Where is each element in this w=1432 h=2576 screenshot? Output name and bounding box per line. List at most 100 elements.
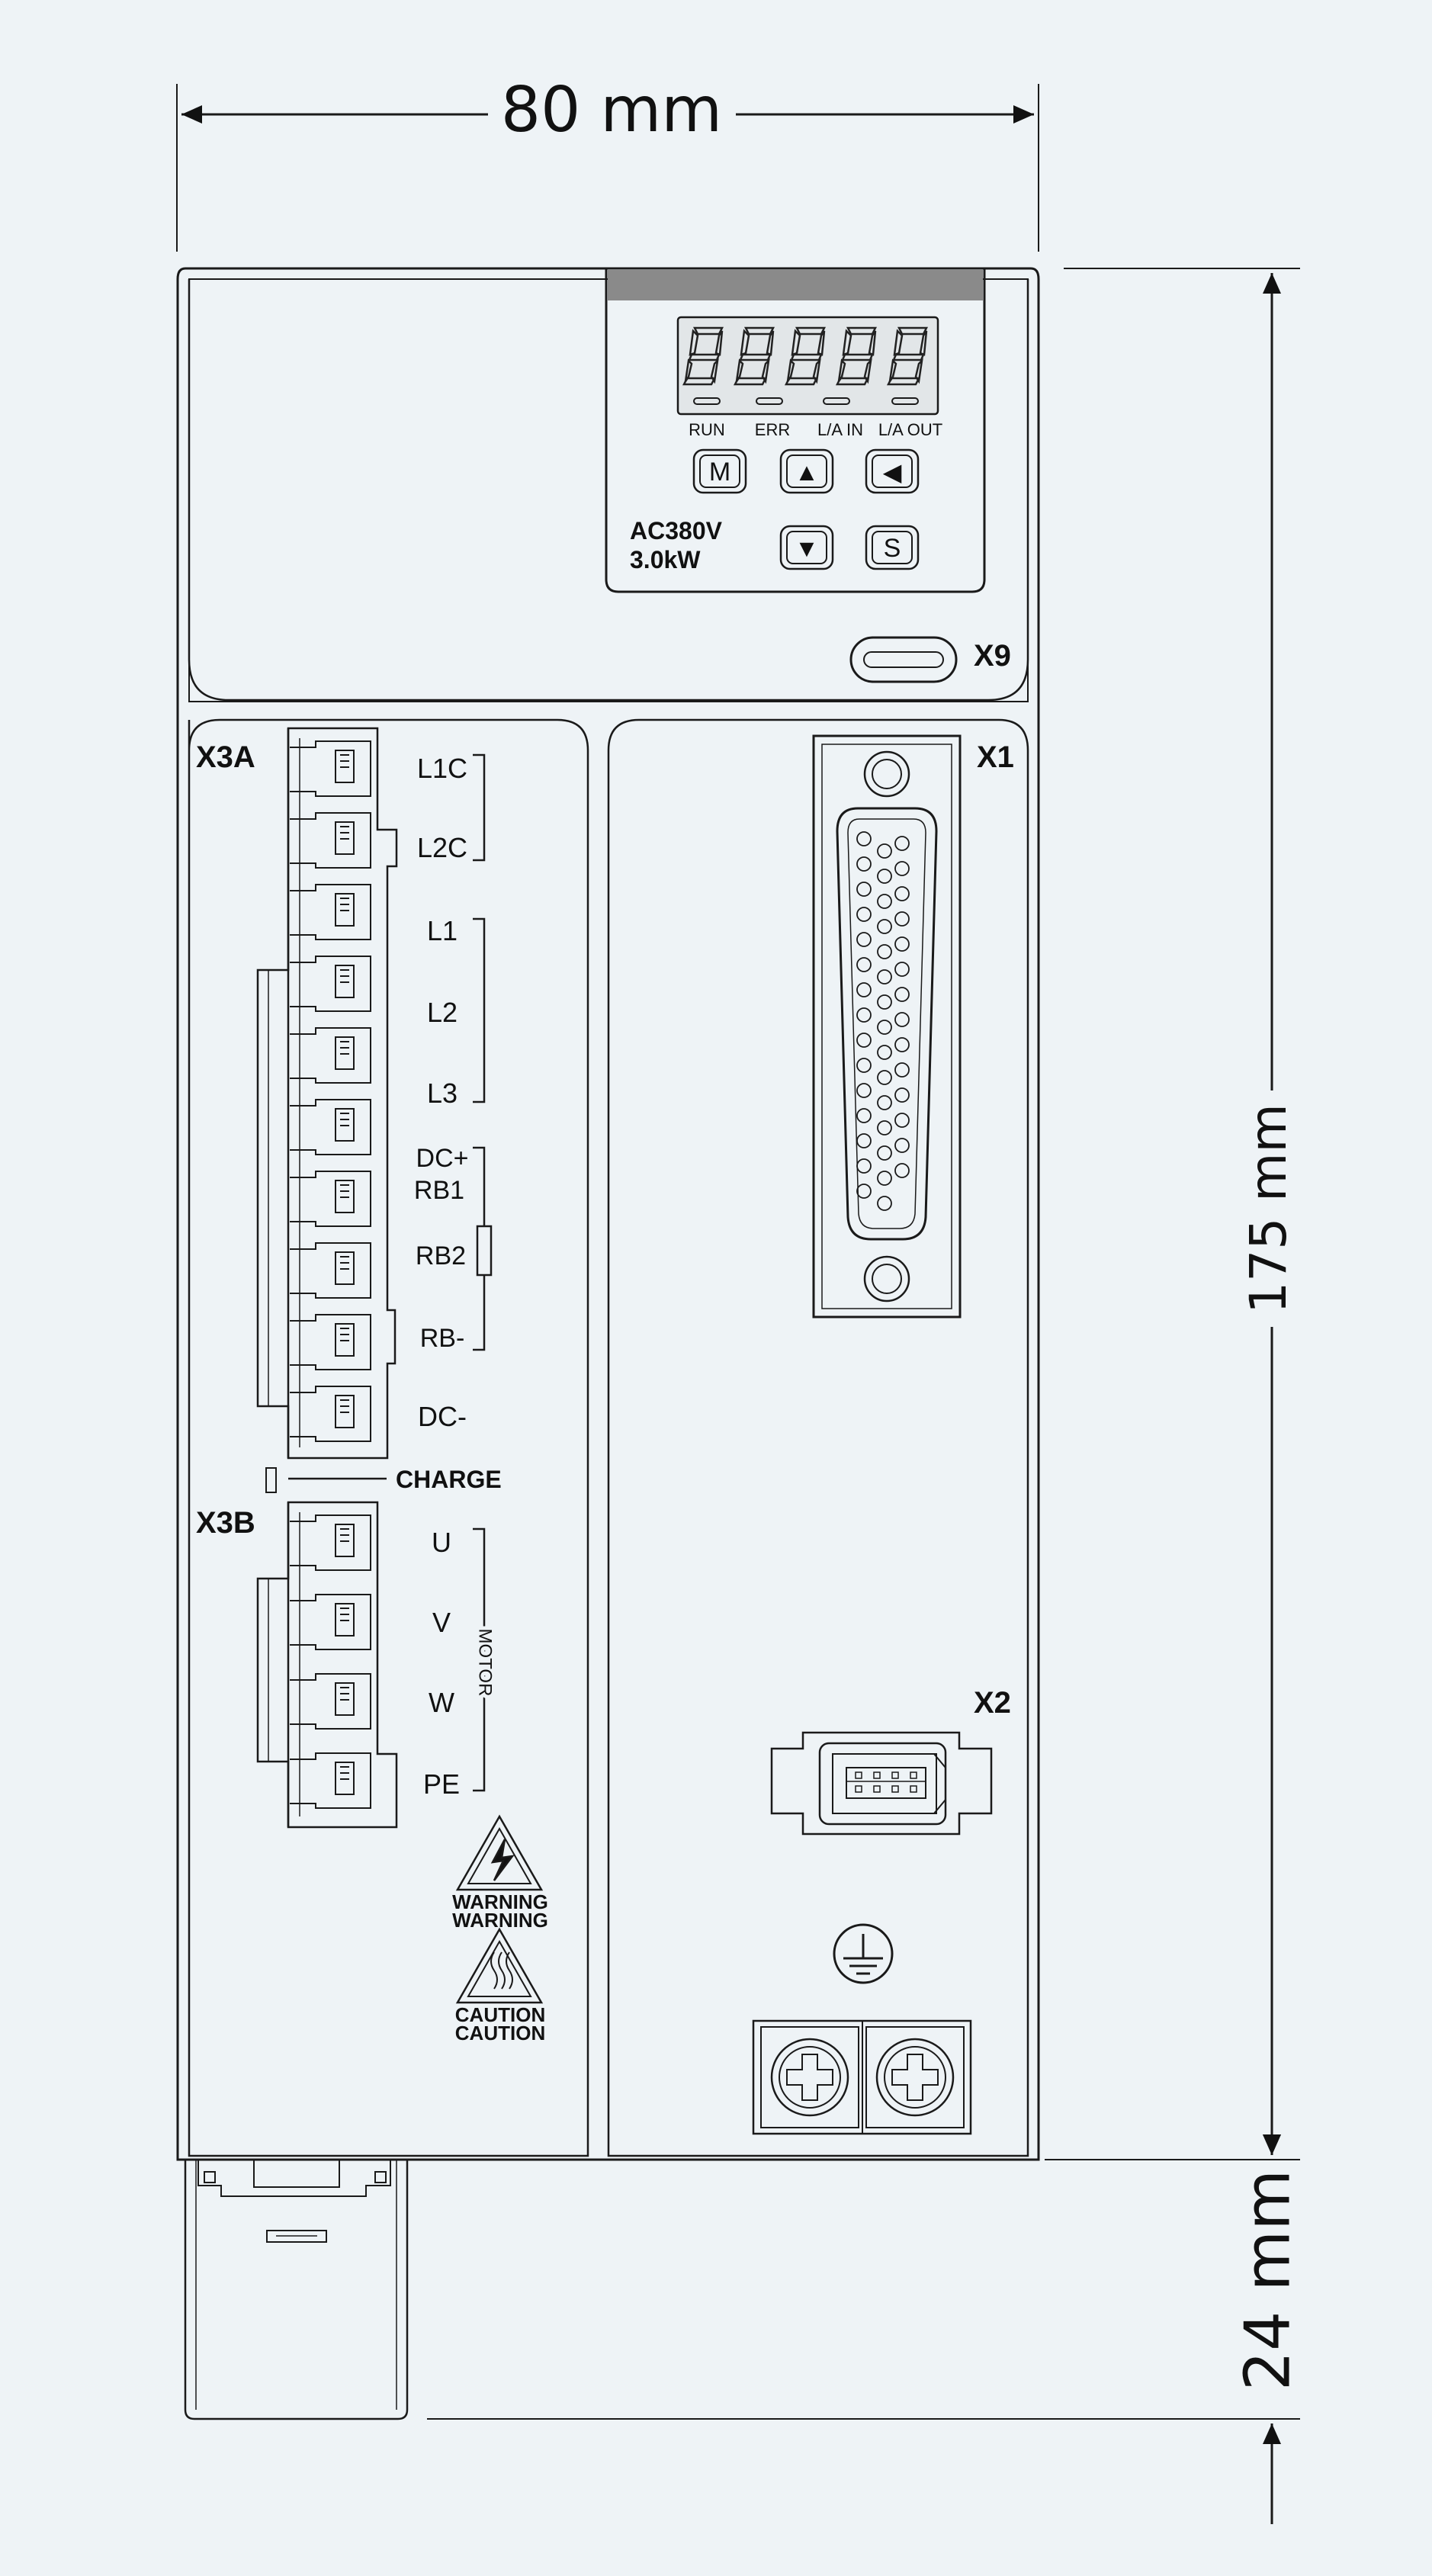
x3b-terminal-block	[256, 1501, 398, 1829]
connector-pin	[894, 1113, 910, 1128]
motor-label: MOTOR	[475, 1629, 496, 1697]
terminal-cell	[290, 1594, 371, 1650]
connector-pin	[894, 911, 910, 927]
connector-pin	[877, 1171, 892, 1186]
terminal-cell	[290, 1314, 371, 1370]
x3a-terminal-cells	[290, 740, 371, 1442]
connector-pin	[856, 882, 872, 897]
connector-pin	[894, 987, 910, 1002]
left-button[interactable]	[865, 448, 920, 494]
s-button-label: S	[884, 534, 901, 563]
left-arrow-icon: ◀	[883, 458, 902, 486]
connector-pin	[894, 1037, 910, 1052]
connector-pin	[877, 1045, 892, 1060]
led-label-la-in: L/A IN	[817, 420, 863, 439]
x9-label: X9	[974, 639, 1011, 673]
connector-pin	[877, 969, 892, 984]
terminal-brackets	[473, 753, 493, 1792]
led-run	[693, 397, 721, 405]
terminal-cell	[290, 1027, 371, 1084]
terminal-cell	[290, 1673, 371, 1730]
connector-pin	[856, 1158, 872, 1174]
caution-label-2: CAUTION	[455, 2022, 545, 2044]
connector-pin	[877, 919, 892, 934]
x1-connector	[812, 734, 962, 1319]
segment-digit	[886, 326, 929, 386]
connector-pin	[877, 1095, 892, 1110]
terminal-cell	[290, 1171, 371, 1227]
segment-digit	[682, 326, 724, 386]
charge-label: CHARGE	[396, 1466, 502, 1493]
connector-pin	[894, 1087, 910, 1103]
connector-pin	[856, 1058, 872, 1073]
led-err	[756, 397, 783, 405]
connector-pin	[877, 1020, 892, 1035]
terminal-cell	[290, 956, 371, 1012]
screw-icon	[875, 2038, 955, 2117]
connector-pin	[856, 932, 872, 947]
terminal-u: U	[432, 1527, 451, 1558]
connector-pin	[877, 1145, 892, 1161]
height-dimension	[1045, 268, 1300, 2160]
terminal-l2: L2	[427, 997, 458, 1028]
terminal-l2c: L2C	[417, 832, 467, 863]
width-dimension	[176, 84, 1039, 252]
x3a-terminal-block	[256, 727, 398, 1460]
s-button[interactable]	[865, 525, 920, 570]
led-label-run: RUN	[689, 420, 725, 439]
connector-pin	[894, 861, 910, 876]
high-voltage-icon	[455, 1814, 544, 1891]
connector-pin	[877, 1120, 892, 1135]
connector-pin	[894, 1012, 910, 1027]
connector-pin	[877, 894, 892, 909]
connector-pin	[856, 1007, 872, 1023]
rating-voltage: AC380V	[630, 517, 723, 544]
width-label: 80 mm	[501, 74, 722, 146]
connector-pin	[856, 831, 872, 846]
depth-dimension	[427, 2105, 1300, 2524]
connector-pin	[894, 836, 910, 851]
terminal-dc-minus: DC-	[418, 1401, 467, 1432]
charge-indicator	[265, 1467, 387, 1493]
x9-usb-port	[849, 636, 958, 683]
connector-pin	[894, 886, 910, 901]
led-label-err: ERR	[755, 420, 790, 439]
operator-panel	[605, 268, 986, 593]
terminal-pe: PE	[423, 1768, 460, 1800]
terminal-rb2: RB2	[416, 1241, 466, 1270]
connector-pin	[856, 1108, 872, 1123]
drive-body	[176, 267, 1040, 2161]
terminal-w: W	[429, 1687, 454, 1718]
ground-icon	[833, 1923, 894, 1984]
connector-pin	[894, 1062, 910, 1078]
down-arrow-icon: ▼	[795, 535, 819, 562]
screw-icon	[770, 2038, 849, 2117]
led-label-la-out: L/A OUT	[878, 420, 942, 439]
connector-pin	[894, 962, 910, 977]
down-button[interactable]	[779, 525, 834, 570]
terminal-l1: L1	[427, 915, 458, 946]
terminal-l3: L3	[427, 1078, 458, 1109]
led-indicators	[693, 397, 919, 405]
terminal-cell	[290, 1242, 371, 1299]
terminal-cell	[290, 1386, 371, 1442]
terminal-rb-minus: RB-	[420, 1324, 465, 1353]
ground-terminal	[752, 2019, 972, 2135]
m-button[interactable]	[692, 448, 747, 494]
terminal-cell	[290, 1514, 371, 1571]
terminal-cell	[290, 1752, 371, 1809]
up-button[interactable]	[779, 448, 834, 494]
connector-pin	[877, 944, 892, 959]
connector-pin	[877, 869, 892, 884]
segment-digits	[682, 326, 929, 386]
x1-pins	[856, 831, 910, 1211]
terminal-cell	[290, 1099, 371, 1155]
height-label: 175 mm	[1239, 1103, 1298, 1314]
x3b-label: X3B	[196, 1506, 255, 1540]
x2-port	[770, 1731, 993, 1836]
depth-label: 24 mm	[1231, 2170, 1304, 2391]
led-la-in	[823, 397, 850, 405]
terminal-rb1: RB1	[414, 1176, 464, 1205]
segment-digit	[835, 326, 878, 386]
